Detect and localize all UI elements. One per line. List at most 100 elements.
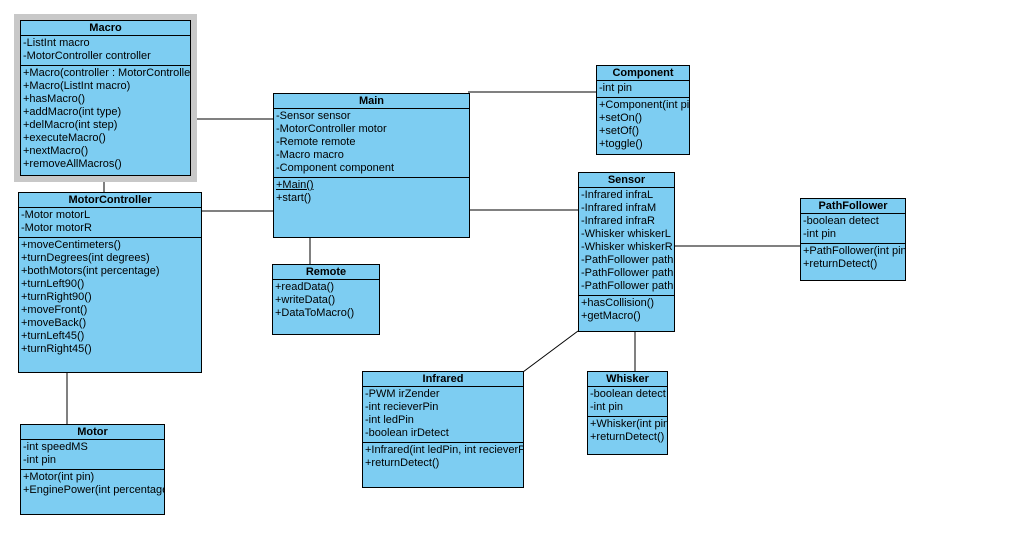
- class-title-macro: Macro: [21, 21, 190, 36]
- method-row: +returnDetect(): [590, 431, 665, 443]
- attribute-row: -PathFollower pathR: [581, 280, 674, 292]
- class-box-pathfollower[interactable]: PathFollower-boolean detect-int pin+Path…: [800, 198, 906, 281]
- method-row: +setOn(): [599, 112, 643, 124]
- attribute-row: -Component component: [276, 162, 395, 174]
- method-row: +Main(): [276, 179, 314, 191]
- method-row: +turnRight45(): [21, 343, 92, 355]
- attributes-compartment: -Sensor sensor-MotorController motor-Rem…: [274, 109, 469, 178]
- attribute-row: -Infrared infraL: [581, 189, 654, 201]
- attribute-row: -Whisker whiskerR: [581, 241, 673, 253]
- method-row: +turnLeft90(): [21, 278, 85, 290]
- method-row: +hasCollision(): [581, 297, 655, 309]
- class-box-remote[interactable]: Remote+readData()+writeData()+DataToMacr…: [272, 264, 380, 335]
- method-row: +hasMacro(): [23, 93, 86, 105]
- class-title-motor: Motor: [21, 425, 164, 440]
- attribute-row: -MotorController motor: [276, 123, 387, 135]
- attribute-row: -boolean irDetect: [365, 427, 449, 439]
- class-box-macro[interactable]: Macro-ListInt macro-MotorController cont…: [20, 20, 191, 176]
- class-title-remote: Remote: [273, 265, 379, 280]
- method-row: +moveFront(): [21, 304, 88, 316]
- attribute-row: -Whisker whiskerL: [581, 228, 671, 240]
- method-row: +nextMacro(): [23, 145, 89, 157]
- class-title-motorcontroller: MotorController: [19, 193, 201, 208]
- attributes-compartment: -ListInt macro-MotorController controlle…: [21, 36, 190, 66]
- methods-compartment: +Macro(controller : MotorController)+Mac…: [21, 66, 190, 173]
- method-row: +PathFollower(int pin): [803, 245, 905, 257]
- methods-compartment: +hasCollision()+getMacro(): [579, 296, 674, 325]
- class-title-pathfollower: PathFollower: [801, 199, 905, 214]
- attributes-compartment: -Infrared infraL-Infrared infraM-Infrare…: [579, 188, 674, 296]
- attribute-row: -PathFollower pathL: [581, 254, 674, 266]
- attribute-row: -boolean detect: [803, 215, 879, 227]
- method-row: +DataToMacro(): [275, 307, 355, 319]
- method-row: +setOf(): [599, 125, 640, 137]
- class-box-main[interactable]: Main-Sensor sensor-MotorController motor…: [273, 93, 470, 238]
- attributes-compartment: -PWM irZender-int recieverPin-int ledPin…: [363, 387, 523, 443]
- methods-compartment: +moveCentimeters()+turnDegrees(int degre…: [19, 238, 201, 358]
- method-row: +writeData(): [275, 294, 336, 306]
- attribute-row: -Motor motorL: [21, 209, 91, 221]
- attribute-row: -Infrared infraR: [581, 215, 655, 227]
- class-box-sensor[interactable]: Sensor-Infrared infraL-Infrared infraM-I…: [578, 172, 675, 332]
- method-row: +Motor(int pin): [23, 471, 95, 483]
- attribute-row: -Remote remote: [276, 136, 356, 148]
- class-box-motor[interactable]: Motor-int speedMS-int pin+Motor(int pin)…: [20, 424, 165, 515]
- methods-compartment: +Main()+start(): [274, 178, 469, 207]
- method-row: +moveBack(): [21, 317, 87, 329]
- attribute-row: -MotorController controller: [23, 50, 151, 62]
- attribute-row: -int speedMS: [23, 441, 88, 453]
- method-row: +bothMotors(int percentage): [21, 265, 160, 277]
- method-row: +turnRight90(): [21, 291, 92, 303]
- methods-compartment: +Infrared(int ledPin, int recieverPin)+r…: [363, 443, 523, 472]
- method-row: +EnginePower(int percentage): [23, 484, 164, 496]
- class-box-motorcontroller[interactable]: MotorController-Motor motorL-Motor motor…: [18, 192, 202, 373]
- method-row: +Infrared(int ledPin, int recieverPin): [365, 444, 523, 456]
- attribute-row: -Sensor sensor: [276, 110, 351, 122]
- method-row: +Macro(ListInt macro): [23, 80, 131, 92]
- attribute-row: -int pin: [599, 82, 633, 94]
- method-row: +start(): [276, 192, 312, 204]
- class-box-whisker[interactable]: Whisker-boolean detect-int pin+Whisker(i…: [587, 371, 668, 455]
- attribute-row: -PWM irZender: [365, 388, 440, 400]
- methods-compartment: +readData()+writeData()+DataToMacro(): [273, 280, 379, 322]
- class-box-infrared[interactable]: Infrared-PWM irZender-int recieverPin-in…: [362, 371, 524, 488]
- attribute-row: -int pin: [803, 228, 837, 240]
- method-row: +executeMacro(): [23, 132, 106, 144]
- method-row: +returnDetect(): [365, 457, 440, 469]
- method-row: +Whisker(int pin): [590, 418, 667, 430]
- methods-compartment: +PathFollower(int pin)+returnDetect(): [801, 244, 905, 273]
- attribute-row: -Motor motorR: [21, 222, 92, 234]
- connector-sensor-infrared[interactable]: [522, 330, 579, 373]
- method-row: +Component(int pin): [599, 99, 689, 111]
- attributes-compartment: -int speedMS-int pin: [21, 440, 164, 470]
- attribute-row: -int pin: [590, 401, 624, 413]
- method-row: +getMacro(): [581, 310, 641, 322]
- attributes-compartment: -boolean detect-int pin: [588, 387, 667, 417]
- method-row: +returnDetect(): [803, 258, 878, 270]
- class-title-main: Main: [274, 94, 469, 109]
- method-row: +addMacro(int type): [23, 106, 122, 118]
- attributes-compartment: -int pin: [597, 81, 689, 98]
- attribute-row: -Infrared infraM: [581, 202, 657, 214]
- method-row: +toggle(): [599, 138, 643, 150]
- attribute-row: -int ledPin: [365, 414, 414, 426]
- class-title-infrared: Infrared: [363, 372, 523, 387]
- attribute-row: -int recieverPin: [365, 401, 439, 413]
- method-row: +delMacro(int step): [23, 119, 118, 131]
- class-title-whisker: Whisker: [588, 372, 667, 387]
- class-box-component[interactable]: Component-int pin+Component(int pin)+set…: [596, 65, 690, 155]
- class-title-component: Component: [597, 66, 689, 81]
- method-row: +turnDegrees(int degrees): [21, 252, 150, 264]
- methods-compartment: +Component(int pin)+setOn()+setOf()+togg…: [597, 98, 689, 153]
- methods-compartment: +Motor(int pin)+EnginePower(int percenta…: [21, 470, 164, 499]
- attributes-compartment: -boolean detect-int pin: [801, 214, 905, 244]
- method-row: +moveCentimeters(): [21, 239, 121, 251]
- method-row: +readData(): [275, 281, 335, 293]
- attribute-row: -ListInt macro: [23, 37, 90, 49]
- attributes-compartment: -Motor motorL-Motor motorR: [19, 208, 201, 238]
- attribute-row: -boolean detect: [590, 388, 666, 400]
- method-row: +turnLeft45(): [21, 330, 85, 342]
- attribute-row: -int pin: [23, 454, 57, 466]
